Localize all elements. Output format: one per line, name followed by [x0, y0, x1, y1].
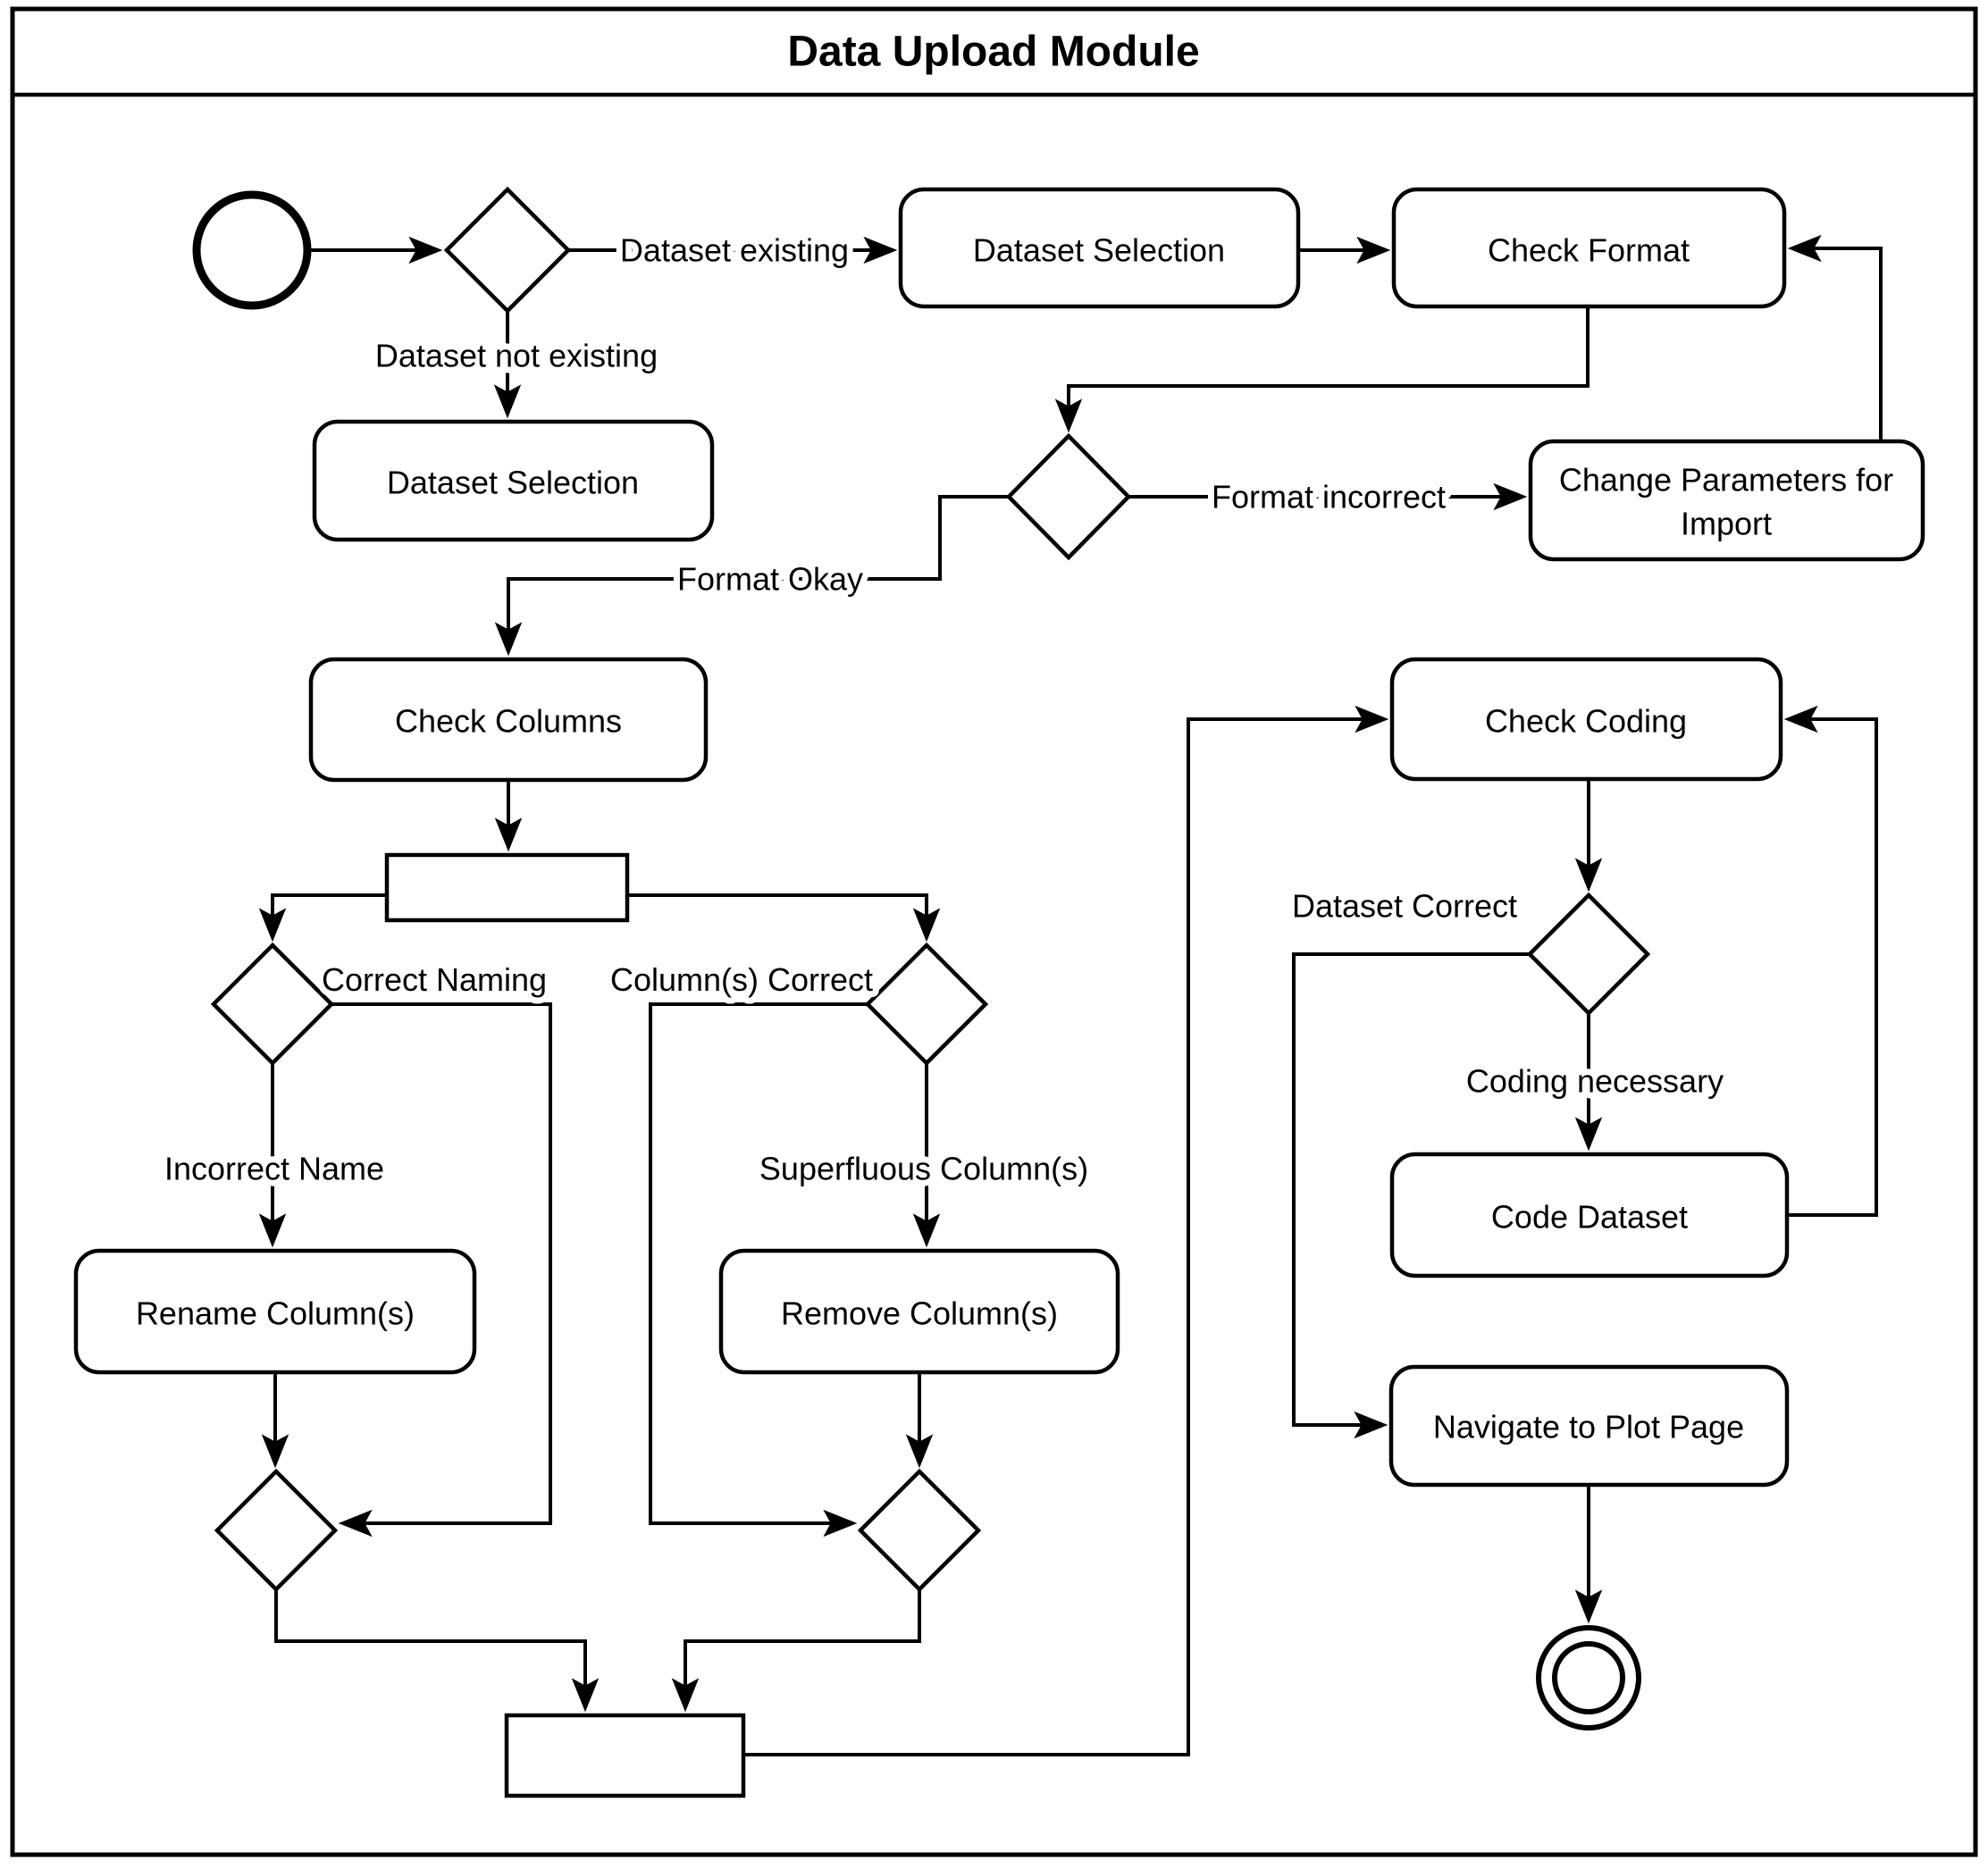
edge-codedataset-loop [1783, 705, 1878, 1217]
activity-label: Check Format [1488, 232, 1690, 269]
edge-correct-naming-bypass [331, 1002, 552, 1538]
edge-columns-correct-bypass [649, 1002, 868, 1538]
decision-format-check [1005, 432, 1132, 561]
edge-fork-right [627, 893, 941, 943]
activity-label: Navigate to Plot Page [1433, 1409, 1744, 1446]
activity-change-parameters [1528, 439, 1925, 562]
edge-label-dataset-correct: Dataset Correct [1292, 888, 1517, 925]
join-bar [504, 1713, 746, 1798]
activity-remove-columns [718, 1248, 1120, 1375]
edge-changeparams-loop [1787, 234, 1883, 441]
end-node-inner [1552, 1641, 1625, 1714]
decision-columns [864, 942, 989, 1067]
edge-label-dataset-existing: Dataset existing [620, 232, 849, 269]
decision-dataset-exists [443, 186, 572, 314]
activity-label: Dataset Selection [973, 232, 1225, 269]
activity-label: Remove Column(s) [781, 1295, 1058, 1332]
activity-dataset-selection-new [312, 419, 715, 542]
activity-label: Code Dataset [1491, 1199, 1688, 1236]
merge-left [214, 1468, 339, 1593]
edge-checkformat-to-decision [1054, 306, 1590, 433]
decision-naming [210, 942, 335, 1067]
edge-label-superfluous-columns: Superfluous Column(s) [759, 1151, 1088, 1187]
activity-label: Dataset Selection [387, 465, 639, 501]
activity-navigate-plot-page [1388, 1364, 1790, 1488]
edge-join-to-checkcoding [743, 705, 1389, 1756]
activity-check-columns [308, 657, 709, 783]
diagram-frame [10, 6, 1978, 1857]
activity-label: Rename Column(s) [136, 1295, 415, 1332]
fork-bar [384, 852, 630, 923]
diagram-title: Data Upload Module [787, 29, 1199, 76]
edge-dataset-correct [1292, 952, 1530, 1439]
activity-label: Check Coding [1485, 703, 1687, 740]
edge-label-format-okay: Format Okay [677, 561, 863, 598]
edge-label-incorrect-name: Incorrect Name [164, 1151, 384, 1187]
edge-label-columns-correct: Column(s) Correct [610, 961, 873, 998]
activity-dataset-selection-top [898, 187, 1301, 309]
edge-label-format-incorrect: Format incorrect [1212, 479, 1446, 515]
start-node [192, 190, 312, 310]
edge-label-coding-necessary: Coding necessary [1466, 1063, 1724, 1100]
merge-right [857, 1468, 982, 1593]
activity-label: Change Parameters for [1559, 462, 1893, 499]
edge-label-correct-naming: Correct Naming [322, 961, 547, 998]
edge-fork-left [258, 893, 387, 943]
activity-check-coding [1389, 657, 1783, 782]
activity-label: Check Columns [395, 703, 622, 740]
activity-check-format [1391, 187, 1787, 309]
edge-mergeright-to-join [671, 1589, 921, 1713]
activity-label: Import [1681, 506, 1772, 542]
edge-format-okay [494, 495, 1009, 657]
edge-label-dataset-not-existing: Dataset not existing [375, 338, 658, 374]
activity-rename-columns [73, 1248, 477, 1375]
edge-mergeleft-to-join [274, 1589, 600, 1713]
decision-coding [1526, 892, 1651, 1017]
activity-code-dataset [1389, 1152, 1790, 1278]
